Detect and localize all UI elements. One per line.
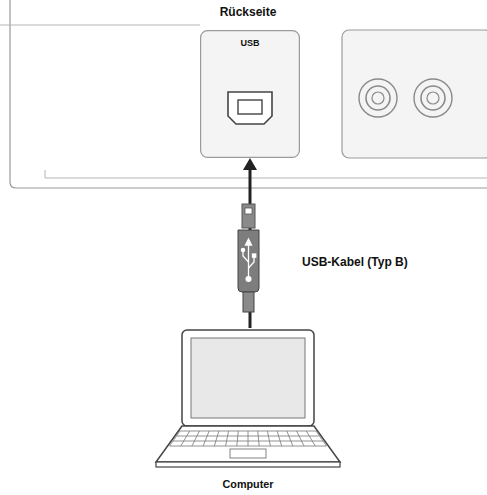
rca-panel (342, 30, 487, 158)
plug-body (238, 230, 259, 292)
usb-socket-drawing (200, 30, 300, 158)
computer-laptop: Computer (150, 328, 346, 492)
plug-tip (242, 204, 255, 228)
device-step (45, 170, 487, 178)
strain-relief (243, 292, 254, 312)
laptop-drawing (150, 328, 346, 492)
rca-jack (359, 79, 452, 117)
plug-contact (245, 208, 252, 214)
usb-symbol (241, 239, 255, 281)
cable-label: USB-Kabel (Typ B) (300, 254, 410, 270)
device-name: Computer (150, 478, 346, 490)
port-label: USB (200, 38, 300, 48)
device-edge (0, 25, 200, 26)
side-label: Rückseite (218, 4, 279, 20)
usb-port-panel: USB (200, 30, 300, 158)
